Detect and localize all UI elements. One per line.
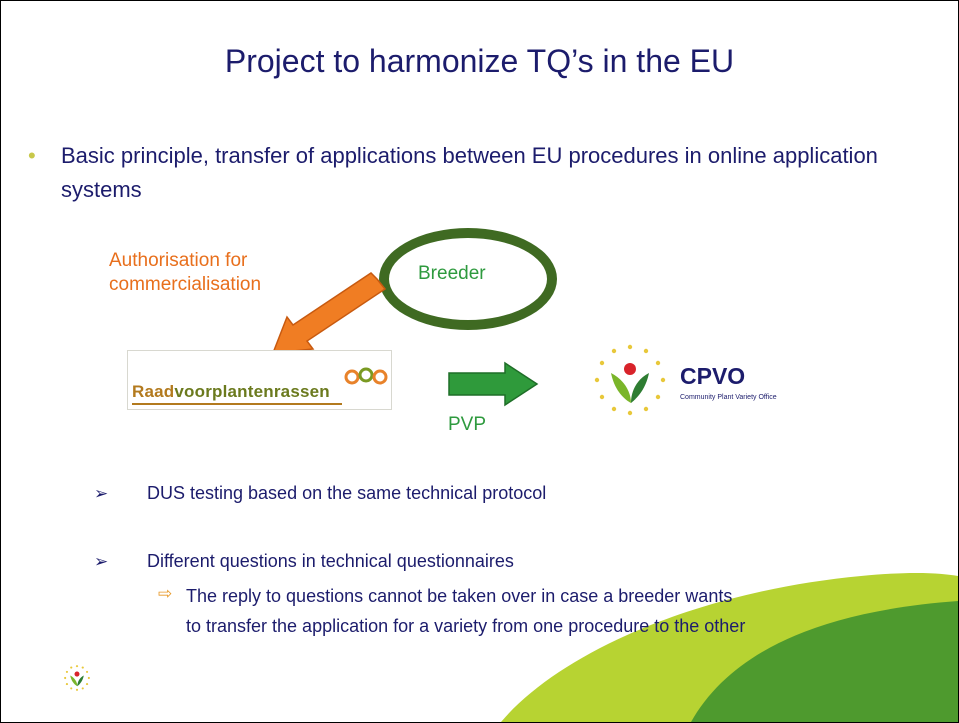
sub-sub-bullet-text: The reply to questions cannot be taken o… bbox=[186, 586, 746, 636]
breeder-label: Breeder bbox=[418, 263, 486, 284]
orange-arrow-icon bbox=[271, 272, 387, 354]
authorisation-label: Authorisation for commercialisation bbox=[109, 249, 261, 297]
sub-bullet-dus-testing: DUS testing based on the same technical … bbox=[147, 483, 547, 503]
rvp-logo-plantenrassen: plantenrassen bbox=[212, 382, 330, 401]
cpvo-logo-name: CPVO bbox=[680, 363, 746, 389]
rvp-emblem-icon bbox=[344, 367, 388, 385]
rvp-logo-text: Raadvoorplantenrassen bbox=[132, 382, 330, 402]
rvp-logo-raad: Raad bbox=[132, 382, 175, 401]
cpvo-logo-subtitle: Community Plant Variety Office bbox=[680, 394, 777, 401]
pvp-label: PVP bbox=[448, 414, 487, 435]
double-arrow-icon: ⇨ bbox=[158, 584, 173, 603]
main-bullet: • Basic principle, transfer of applicati… bbox=[28, 139, 881, 207]
bullet-dot: • bbox=[28, 143, 36, 168]
cpvo-emblem-icon bbox=[594, 344, 666, 416]
raad-voor-plantenrassen-logo: Raadvoorplantenrassen bbox=[127, 350, 392, 410]
main-bullet-text: Basic principle, transfer of application… bbox=[61, 143, 878, 202]
authorisation-label-line1: Authorisation for bbox=[109, 250, 248, 271]
rvp-logo-voor: voor bbox=[174, 382, 213, 401]
sub-bullet-different-questions: Different questions in technical questio… bbox=[147, 551, 514, 571]
sub-bullet-arrow-icon: ➢ bbox=[94, 484, 109, 503]
rvp-logo-underline bbox=[132, 403, 342, 405]
breeder-ellipse bbox=[379, 228, 557, 330]
green-arrow-icon bbox=[448, 361, 539, 407]
authorisation-label-line2: commercialisation bbox=[109, 274, 262, 295]
sub-bullet-arrow-icon: ➢ bbox=[94, 552, 109, 571]
cpvo-emblem-icon bbox=[64, 665, 90, 691]
slide-title: Project to harmonize TQ’s in the EU bbox=[224, 43, 735, 79]
